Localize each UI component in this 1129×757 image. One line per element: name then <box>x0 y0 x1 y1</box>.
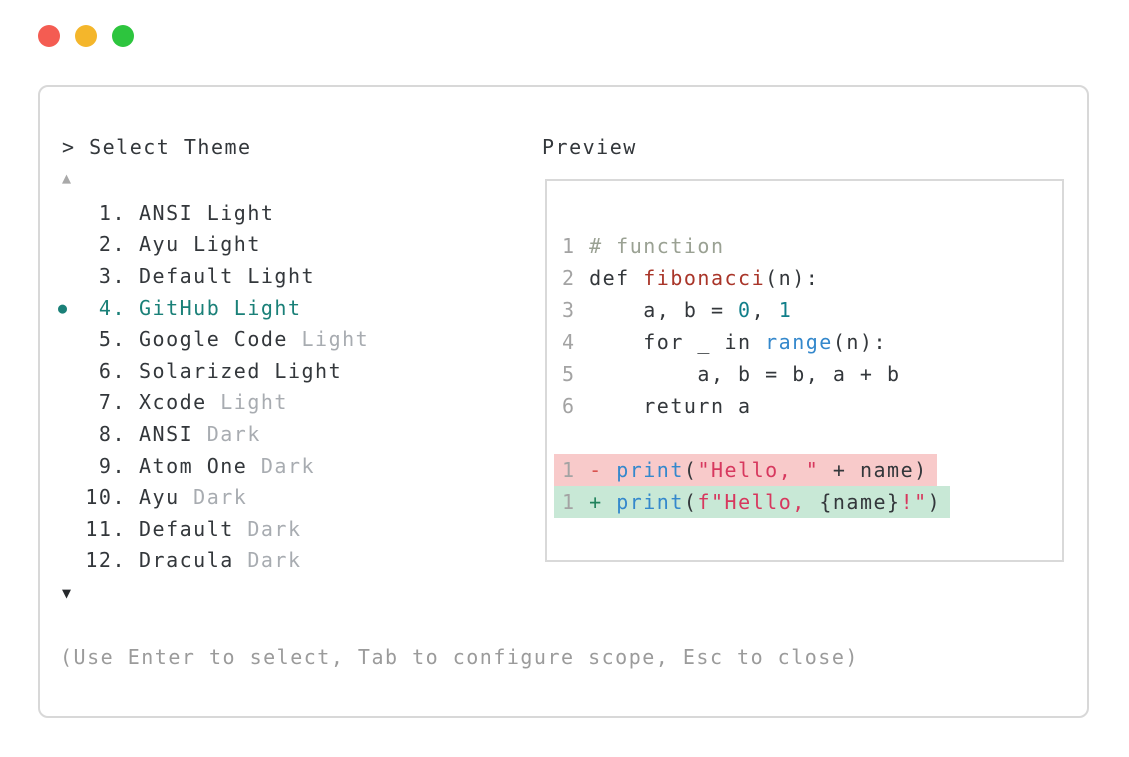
code-line: 1 # function <box>562 234 725 258</box>
theme-item-name: ANSI Dark <box>139 421 261 446</box>
theme-list-item[interactable]: 5. Google Code Light <box>54 323 369 355</box>
theme-item-number: 6. <box>98 358 126 383</box>
code-line: 2 def fibonacci(n): <box>562 266 820 290</box>
code-line: 5 a, b = b, a + b <box>562 362 901 386</box>
theme-list-item[interactable]: 10. Ayu Dark <box>54 481 369 513</box>
dialog-title: Select Theme <box>89 135 252 159</box>
theme-list-item[interactable]: 11. Default Dark <box>54 513 369 545</box>
theme-list-item[interactable]: 1. ANSI Light <box>54 197 369 229</box>
line-number: 1 <box>562 458 576 482</box>
window-controls <box>38 25 134 47</box>
blank-line <box>547 422 1062 454</box>
line-number: 4 <box>562 330 576 354</box>
zoom-button[interactable] <box>112 25 134 47</box>
theme-list-item[interactable]: 8. ANSI Dark <box>54 418 369 450</box>
code-preview: 1 # function 2 def fibonacci(n): 3 a, b = … <box>547 230 1062 518</box>
theme-item-number: 3. <box>98 263 126 288</box>
theme-item-number: 11. <box>85 516 126 541</box>
dialog-title-row: > Select Theme <box>62 135 252 159</box>
theme-item-name: Default Light <box>139 263 316 288</box>
theme-list-item[interactable]: 7. Xcode Light <box>54 387 369 419</box>
theme-item-name: Solarized Light <box>139 358 343 383</box>
diff-removed-line: 1 - print("Hello, " + name) <box>554 454 1062 486</box>
theme-item-number: 8. <box>98 421 126 446</box>
theme-list-item[interactable]: 9. Atom One Dark <box>54 450 369 482</box>
theme-item-number: 4. <box>98 295 126 320</box>
theme-item-name: Default Dark <box>139 516 302 541</box>
diff-added-line: 1 + print(f"Hello, {name}!") <box>554 486 1062 518</box>
theme-item-number: 7. <box>98 390 126 415</box>
theme-item-number: 2. <box>98 232 126 257</box>
theme-item-name: Xcode Light <box>139 390 288 415</box>
close-button[interactable] <box>38 25 60 47</box>
theme-list-item[interactable]: 2. Ayu Light <box>54 229 369 261</box>
theme-picker-dialog: > Select Theme Preview ▲ 1. ANSI Light 2. A… <box>38 85 1089 718</box>
code-line: 6 return a <box>562 394 752 418</box>
theme-list-item[interactable]: 12. Dracula Dark <box>54 545 369 577</box>
theme-item-name: Ayu Light <box>139 232 261 257</box>
theme-list-item[interactable]: 3. Default Light <box>54 260 369 292</box>
scroll-up-indicator[interactable]: ▲ <box>62 169 72 187</box>
theme-list-item[interactable]: 6. Solarized Light <box>54 355 369 387</box>
selected-item-bullet: ● <box>58 298 68 317</box>
line-number: 1 <box>562 490 576 514</box>
line-number: 2 <box>562 266 576 290</box>
help-text: (Use Enter to select, Tab to configure s… <box>60 645 859 669</box>
line-number: 6 <box>562 394 576 418</box>
minimize-button[interactable] <box>75 25 97 47</box>
theme-item-number: 5. <box>98 327 126 352</box>
theme-item-number: 1. <box>98 200 126 225</box>
theme-item-name: Atom One Dark <box>139 453 316 478</box>
theme-item-name: GitHub Light <box>139 295 302 320</box>
theme-list-item[interactable]: ● 4. GitHub Light <box>54 292 369 324</box>
line-number: 5 <box>562 362 576 386</box>
preview-label: Preview <box>542 135 637 159</box>
theme-item-number: 10. <box>85 485 126 510</box>
theme-item-name: Dracula Dark <box>139 548 302 573</box>
code-line: 3 a, b = 0, 1 <box>562 298 793 322</box>
code-line: 4 for _ in range(n): <box>562 330 888 354</box>
theme-item-name: Ayu Dark <box>139 485 248 510</box>
line-number: 3 <box>562 298 576 322</box>
scroll-down-indicator[interactable]: ▼ <box>62 584 72 602</box>
theme-item-name: Google Code Light <box>139 327 370 352</box>
theme-list: 1. ANSI Light 2. Ayu Light 3. Default Light ● 4… <box>54 197 369 576</box>
line-number: 1 <box>562 234 576 258</box>
prompt-caret: > <box>62 135 76 159</box>
preview-pane: 1 # function 2 def fibonacci(n): 3 a, b = … <box>545 179 1064 562</box>
theme-item-number: 12. <box>85 548 126 573</box>
theme-item-name: ANSI Light <box>139 200 275 225</box>
theme-item-number: 9. <box>98 453 126 478</box>
